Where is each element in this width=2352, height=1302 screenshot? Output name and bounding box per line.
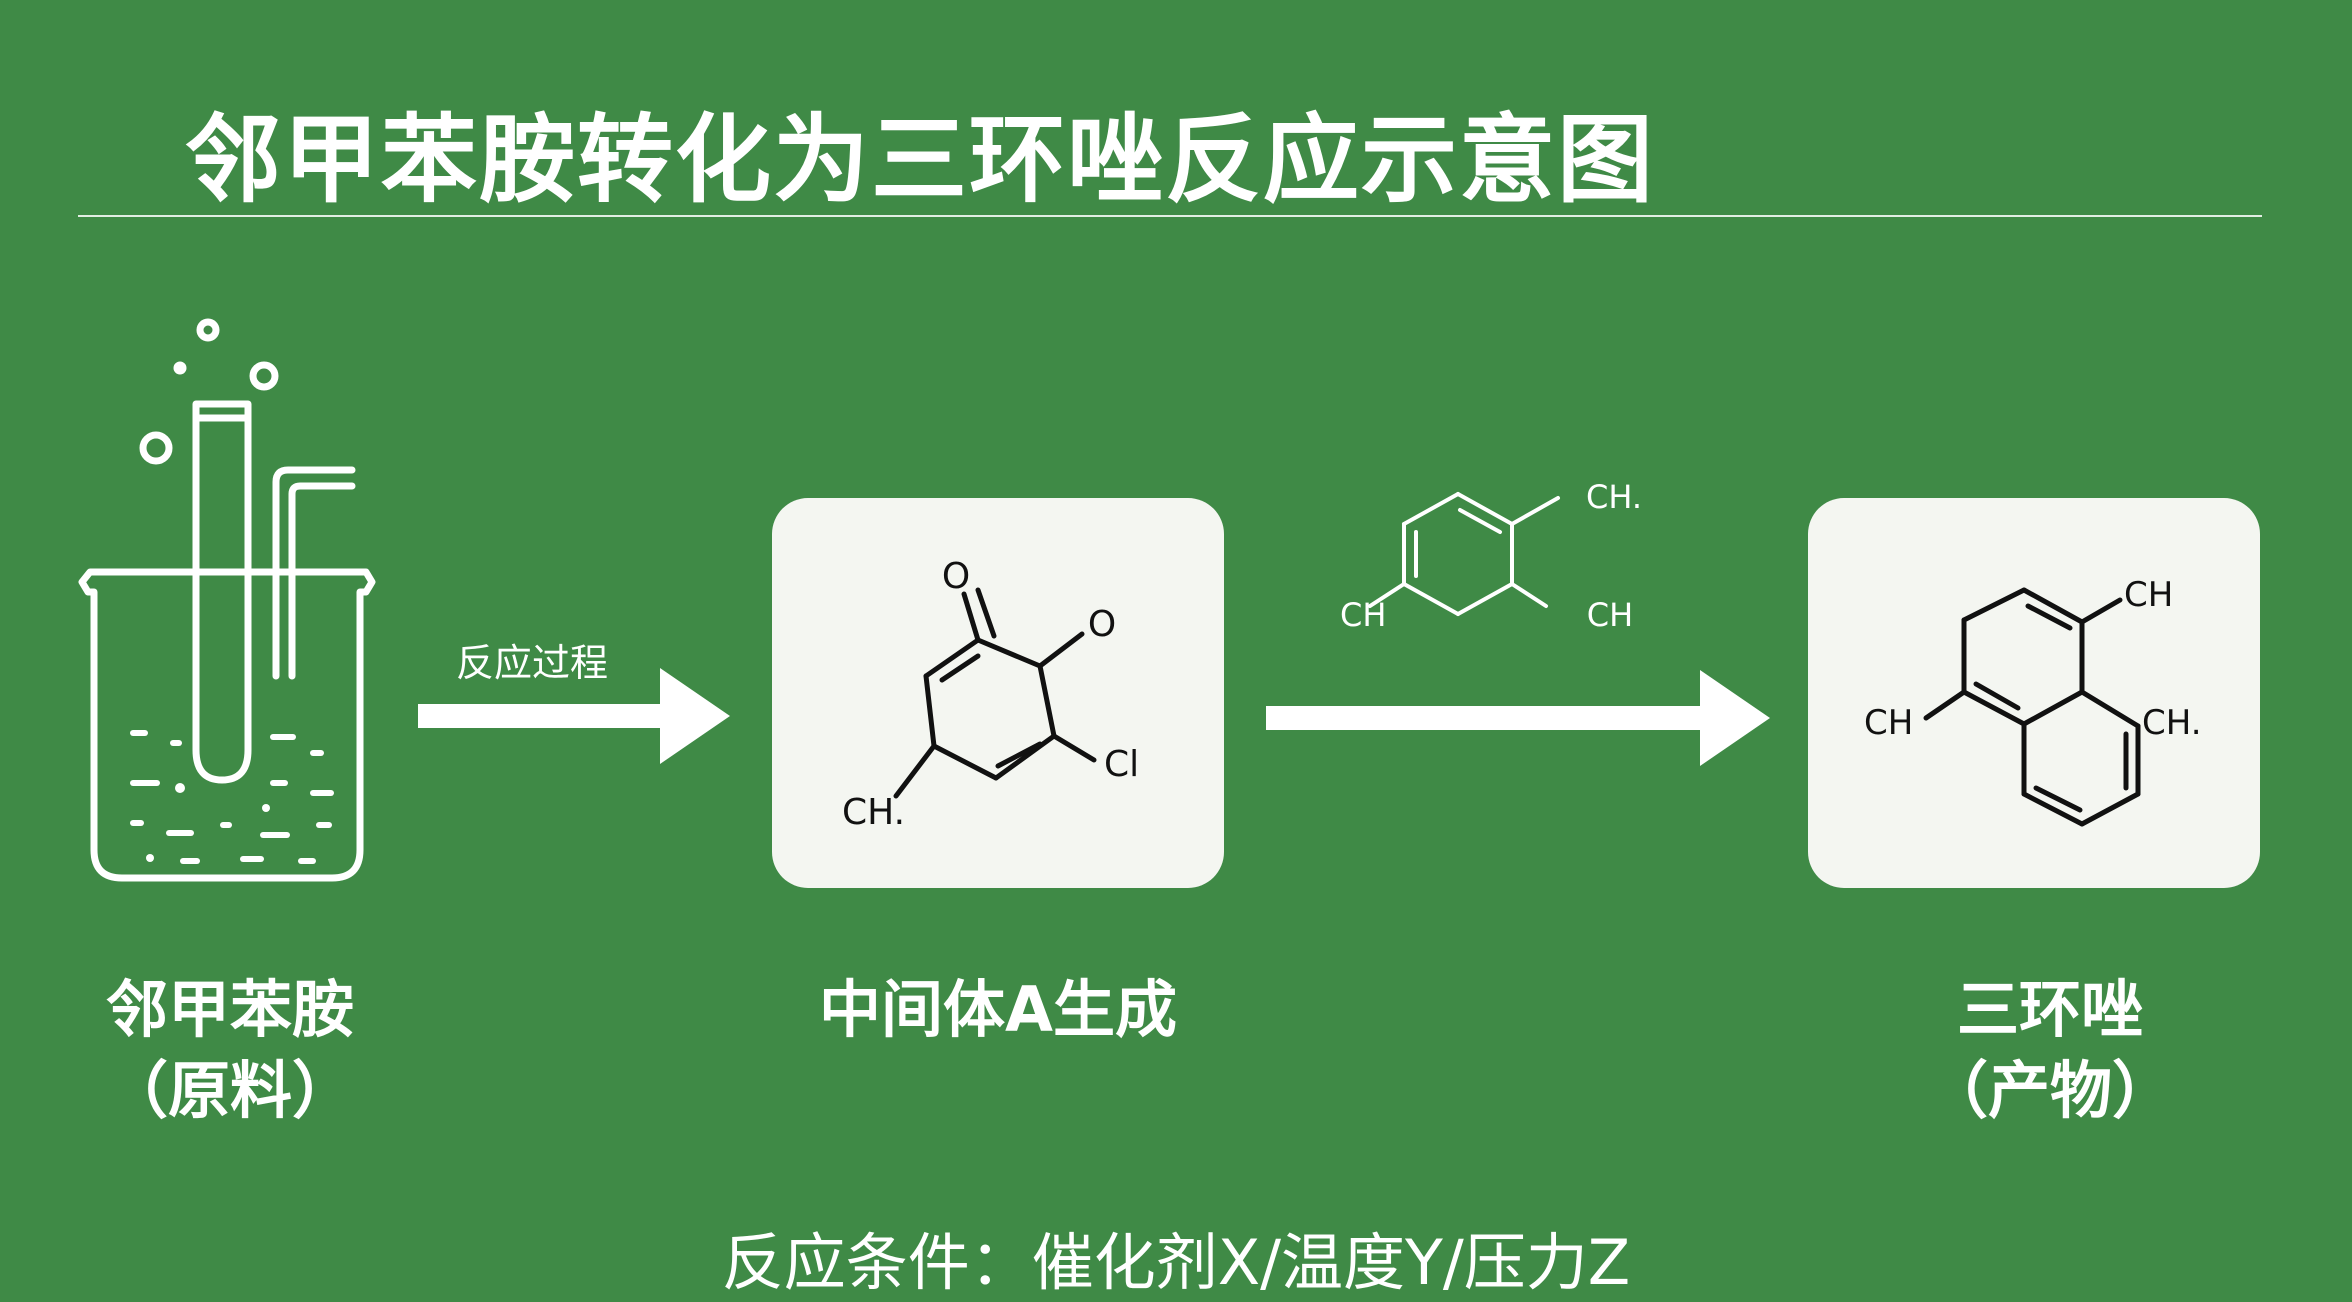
label-oxygen-2: O xyxy=(1088,604,1116,645)
stage-name: 三环唑 xyxy=(1956,973,2143,1046)
label-oxygen-1: O xyxy=(942,556,970,597)
stage-name: 邻甲苯胺 xyxy=(105,973,354,1046)
label-methyl: CH. xyxy=(842,792,905,833)
arrow-label-process: 反应过程 xyxy=(456,641,609,685)
stage-role: （产物） xyxy=(1925,1053,2174,1127)
reagent-structure: CH. CH CH xyxy=(1340,478,1642,634)
arrow-right-icon-long xyxy=(1266,670,1770,766)
stage-role: （原料） xyxy=(105,1053,354,1127)
label-reagent-ch-right: CH xyxy=(1587,596,1633,634)
intermediate-a-structure: O O Cl CH. xyxy=(842,556,1139,833)
label-product-ch-left: CH xyxy=(1864,703,1913,743)
label-chlorine: Cl xyxy=(1104,744,1139,785)
arrow-right-icon xyxy=(418,668,730,764)
stage-label-intermediate: 中间体A生成 xyxy=(748,970,1248,1051)
label-product-n-ch: CH. xyxy=(2142,703,2202,743)
stage-label-raw-material: 邻甲苯胺 （原料） xyxy=(60,970,400,1131)
diagram-title: 邻甲苯胺转化为三环唑反应示意图 xyxy=(185,104,1655,216)
stage-label-product: 三环唑 （产物） xyxy=(1880,970,2220,1131)
label-product-ch-top: CH xyxy=(2124,575,2173,615)
title-divider xyxy=(78,215,2262,217)
reaction-conditions: 反应条件：催化剂X/温度Y/压力Z xyxy=(721,1226,1631,1299)
product-card xyxy=(1808,498,2260,888)
stage-name: 中间体A生成 xyxy=(819,973,1177,1046)
beaker-icon xyxy=(78,318,376,882)
label-reagent-ch-left: CH xyxy=(1340,596,1386,634)
tricyclazole-structure: CH CH CH. xyxy=(1864,575,2202,827)
intermediate-card xyxy=(772,498,1224,888)
label-reagent-ch-top: CH. xyxy=(1586,478,1642,516)
